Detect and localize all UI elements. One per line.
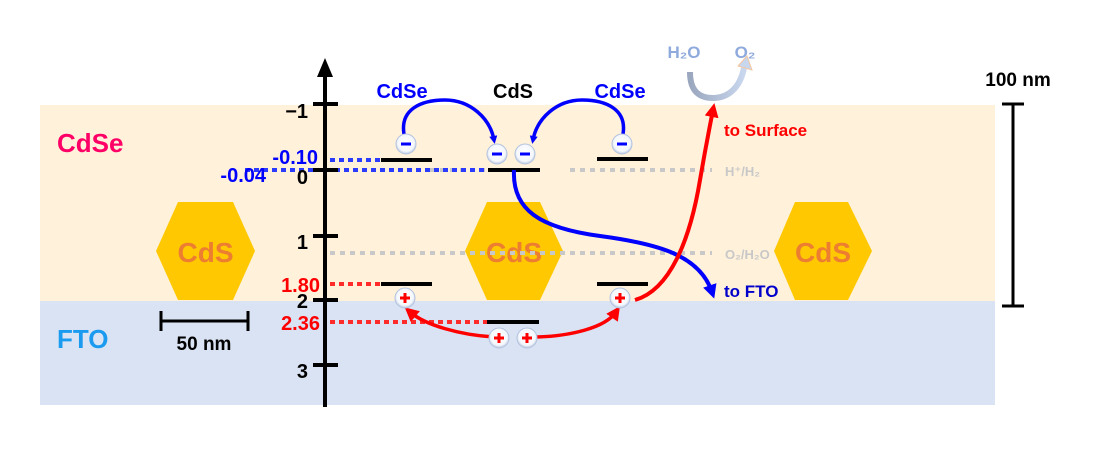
o2-label: O₂ <box>735 43 756 62</box>
cdse-cb-value: -0.10 <box>272 147 318 169</box>
hole-transfer-arrow-left <box>404 307 495 339</box>
cdse-vb-value: 1.80 <box>281 275 320 297</box>
cdse-right-label: CdSe <box>594 81 645 103</box>
axis-tick-label: 1 <box>297 232 308 254</box>
hole-cdse-right-hole-icon <box>609 287 631 309</box>
to-fto-label: to FTO <box>724 282 778 301</box>
electron-cdse-right-electron-icon <box>611 133 633 155</box>
scale-bar-label: 50 nm <box>177 334 232 355</box>
h2o-label: H₂O <box>667 43 700 62</box>
cds-label: CdS <box>493 81 533 103</box>
water-oxidation-reaction: H₂O O₂ <box>667 43 756 102</box>
fto-layer-label: FTO <box>57 324 109 354</box>
hole-cds-2-hole-icon <box>516 327 538 349</box>
scale-bar-100nm: 100 nm <box>985 70 1051 308</box>
hole-cds-1-hole-icon <box>488 327 510 349</box>
electron-to-fto-arrow <box>511 169 717 299</box>
hole-transfer-arrow-right <box>536 306 620 339</box>
reaction-curve <box>687 67 747 102</box>
cdse-left-label: CdSe <box>376 81 427 103</box>
cdse-layer-label: CdSe <box>57 128 123 158</box>
axis-arrow-icon <box>317 58 333 77</box>
axis-tick-label: 3 <box>297 361 308 383</box>
o2-h2o-label: O₂/H₂O <box>725 247 770 262</box>
electron-cdse-left-electron-icon <box>395 133 417 155</box>
h-plus-h2-label: H⁺/H₂ <box>725 164 760 179</box>
axis-tick-label: 2 <box>297 291 308 313</box>
electron-transfer-arrow-right <box>529 98 626 144</box>
hole-cdse-left-hole-icon <box>394 287 416 309</box>
hole-to-surface-arrow <box>634 103 719 302</box>
cds-hexagon-label: CdS <box>795 237 851 268</box>
cds-hexagon-right: CdS <box>774 202 872 300</box>
axis-tick-label: −1 <box>285 101 308 123</box>
cds-hexagon-label: CdS <box>178 237 234 268</box>
scale-bar-50nm: 50 nm <box>159 311 250 355</box>
axis-tick-label: 0 <box>297 167 308 189</box>
cds-hexagon-left: CdS <box>156 202 255 300</box>
electron-cds-2-electron-icon <box>514 143 536 165</box>
to-surface-label: to Surface <box>724 121 807 140</box>
energy-axis: −1 0 1 2 3 <box>285 58 338 407</box>
electron-transfer-arrow-left <box>401 98 498 144</box>
scale-bar-label: 100 nm <box>985 70 1050 91</box>
electron-cds-1-electron-icon <box>486 143 508 165</box>
reaction-arrowhead-icon <box>737 55 753 71</box>
fto-layer <box>40 301 995 405</box>
cds-cb-value: -0.04 <box>220 165 266 187</box>
cds-vb-value: 2.36 <box>281 313 320 335</box>
